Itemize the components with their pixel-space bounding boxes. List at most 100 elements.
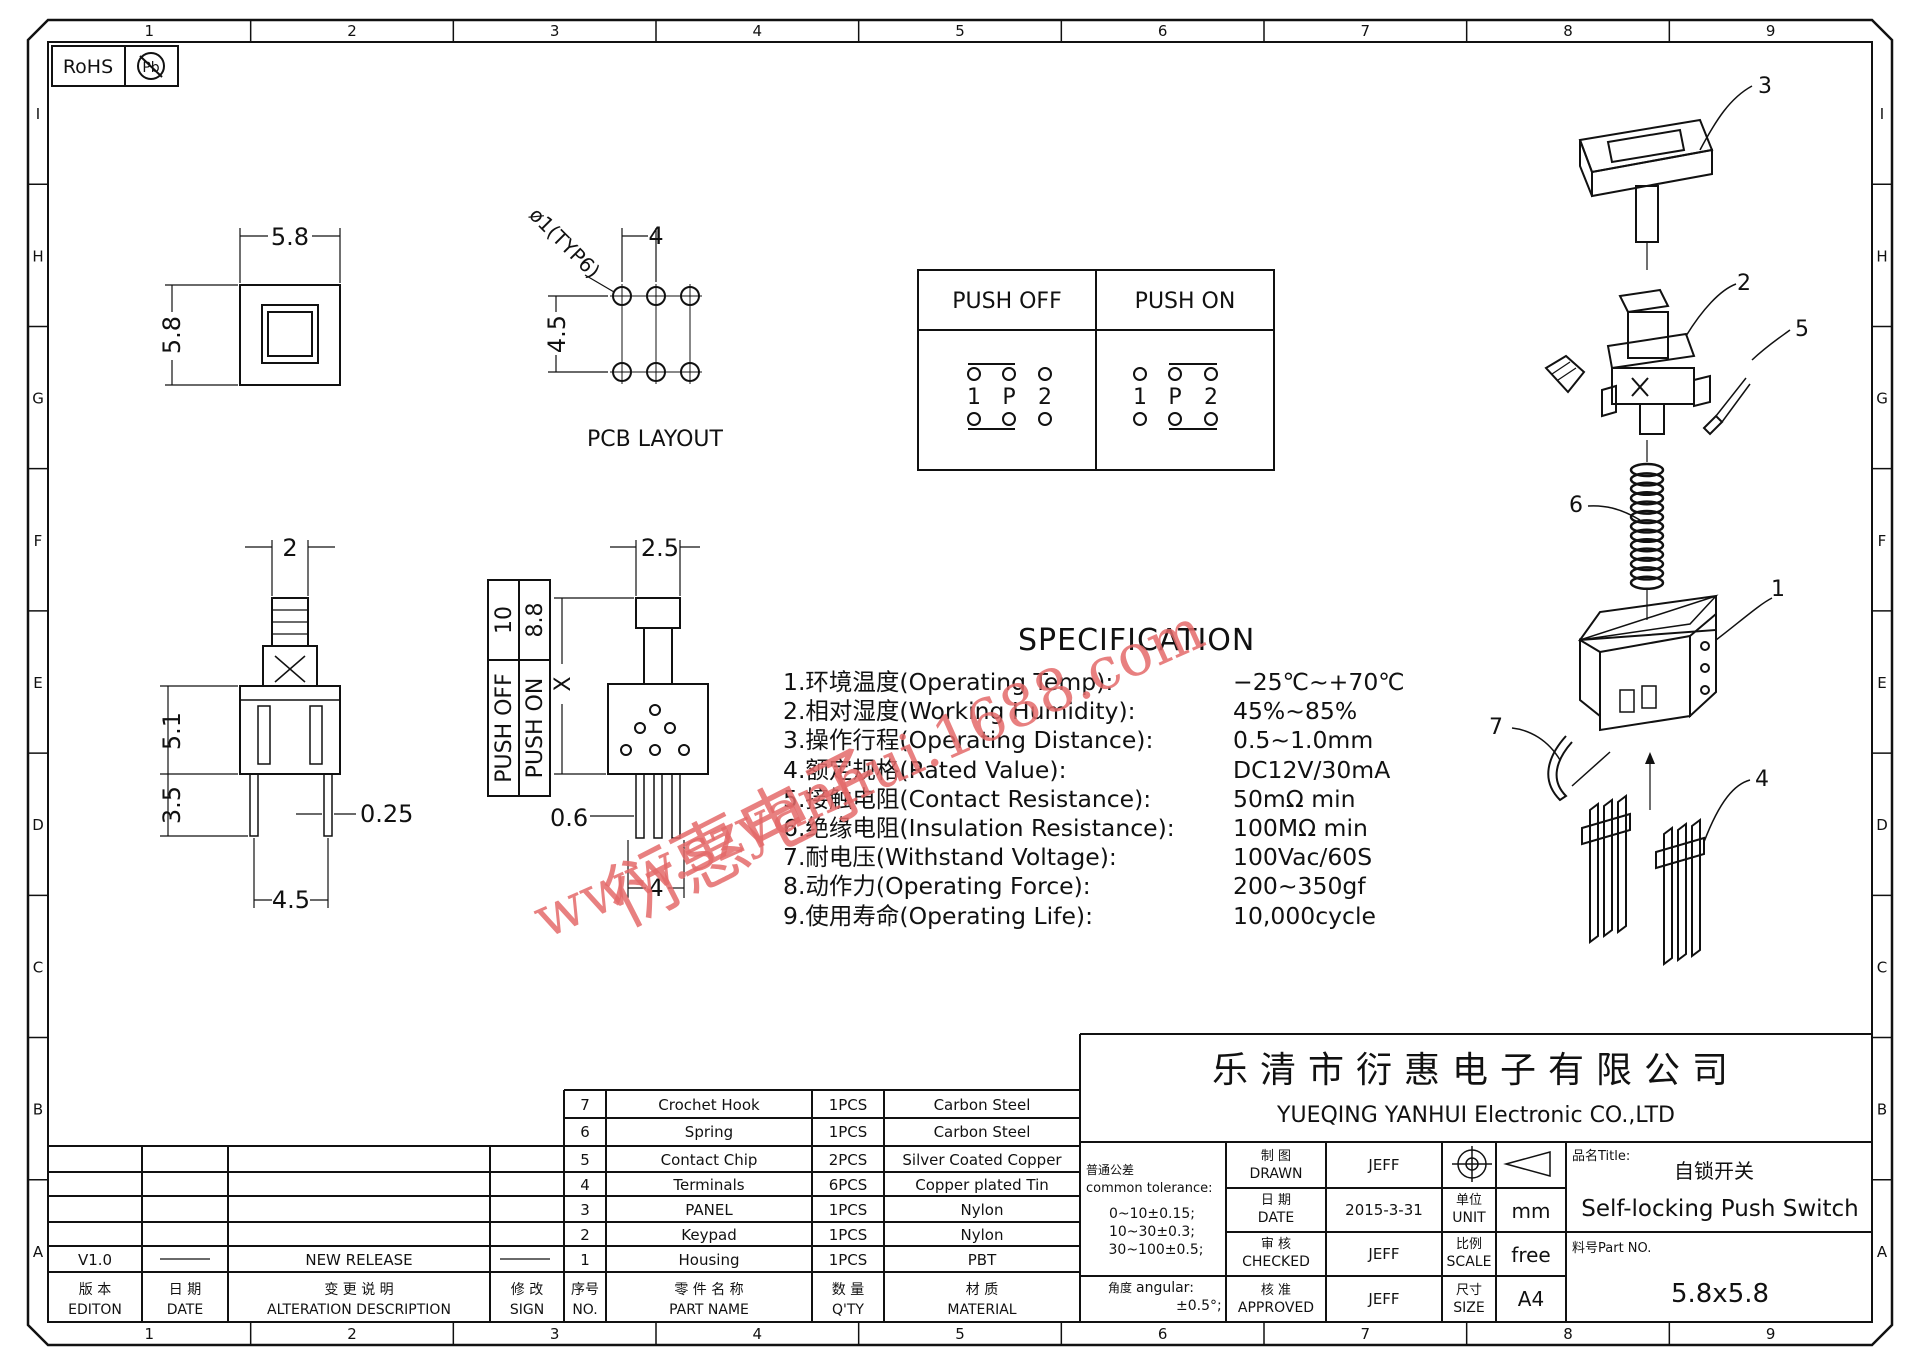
bom-name-7: Crochet Hook: [658, 1096, 760, 1114]
scale-value: free: [1511, 1243, 1550, 1267]
tolerance-1: 0~10±0.15;: [1109, 1206, 1195, 1222]
dim-pcb-row: 4.5: [543, 315, 571, 353]
part-number: 5.8x5.8: [1671, 1279, 1769, 1309]
size-value: A4: [1518, 1287, 1544, 1311]
bom-no-4: 4: [580, 1176, 590, 1194]
zone-row-A-right: A: [1877, 1243, 1888, 1261]
bom-mat-5: Silver Coated Copper: [902, 1151, 1062, 1169]
zone-col-2-top: 2: [347, 22, 357, 40]
dim-top-width: 5.8: [271, 223, 309, 251]
off-pin-2: 2: [1038, 385, 1052, 410]
off-pin-1: 1: [967, 385, 981, 410]
spec-value: DC12V/30mA: [1233, 755, 1391, 784]
x-table-off-label: PUSH OFF: [492, 673, 517, 783]
rohs-badge: RoHS Pb: [51, 45, 179, 87]
top-view: 5.8 5.8: [158, 223, 341, 386]
bom-h-no-cn: 序号: [571, 1282, 599, 1298]
spec-row: 7.耐电压(Withstand Voltage):100Vac/60S: [783, 843, 1433, 872]
bom-mat-4: Copper plated Tin: [915, 1176, 1049, 1194]
zone-row-E-left: E: [33, 674, 42, 692]
spec-value: 100MΩ min: [1233, 813, 1368, 842]
spring-coils: [1629, 462, 1665, 591]
side-view: 2 5.1 3.5 0.25 4.5: [158, 534, 413, 914]
spec-key: 2.相对湿度(Working Humidity):: [783, 697, 1136, 726]
dim-side-span: 4.5: [272, 886, 310, 914]
scale-label-en: SCALE: [1447, 1254, 1492, 1270]
push-on-header: PUSH ON: [1135, 289, 1236, 314]
on-pin-1: 1: [1133, 385, 1147, 410]
spec-key: 5.接触电阻(Contact Resistance):: [783, 784, 1152, 813]
zone-row-I-left: I: [36, 105, 40, 123]
spec-key: 1.环境温度(Operating Temp):: [783, 668, 1114, 696]
bom-name-2: Keypad: [681, 1226, 736, 1244]
zone-col-5-top: 5: [955, 22, 965, 40]
part-label: 料号Part NO.: [1572, 1241, 1651, 1256]
zone-row-C-left: C: [33, 958, 43, 976]
callout-6: 6: [1569, 493, 1583, 518]
callout-2: 2: [1737, 271, 1751, 296]
zone-col-8-bottom: 8: [1563, 1325, 1573, 1343]
bom-h-name-cn: 零 件 名 称: [674, 1282, 743, 1298]
x-table-on-label: PUSH ON: [523, 678, 548, 779]
bom-h-qty-en: Q'TY: [832, 1302, 864, 1318]
spec-row: 1.环境温度(Operating Temp):−25℃~+70℃: [783, 668, 1433, 697]
zone-row-D-right: D: [1876, 816, 1888, 834]
zone-col-5-bottom: 5: [955, 1325, 965, 1343]
zone-col-6-top: 6: [1158, 22, 1168, 40]
rev-h-edition-cn: 版 本: [79, 1282, 111, 1298]
angular-value: ±0.5°;: [1176, 1298, 1222, 1314]
rohs-label: RoHS: [63, 56, 113, 78]
zone-col-7-top: 7: [1361, 22, 1371, 40]
zone-row-F-left: F: [34, 532, 43, 550]
title-label: 品名Title:: [1572, 1148, 1630, 1164]
checked-label-en: CHECKED: [1242, 1254, 1310, 1270]
x-table-off-value: 10: [492, 606, 517, 634]
company-name-cn: 乐清市衍惠电子有限公司: [1212, 1050, 1740, 1091]
zone-row-G-right: G: [1876, 390, 1888, 408]
zone-col-3-top: 3: [550, 22, 560, 40]
bom-qty-2: 1PCS: [829, 1226, 868, 1244]
bom-no-6: 6: [580, 1123, 590, 1141]
callout-leaders: [1511, 85, 1791, 843]
bom-h-qty-cn: 数 量: [832, 1282, 864, 1298]
bom-name-1: Housing: [679, 1251, 740, 1269]
bom-no-2: 2: [580, 1226, 590, 1244]
spec-key: 6.绝缘电阻(Insulation Resistance):: [783, 813, 1175, 842]
bom-name-5: Contact Chip: [661, 1151, 758, 1169]
checked-value: JEFF: [1367, 1245, 1399, 1263]
bom-h-name-en: PART NAME: [669, 1302, 749, 1318]
dim-pcb-hole: ø1(TYP6): [524, 203, 604, 283]
spec-value: 0.5~1.0mm: [1233, 726, 1374, 755]
callout-4: 4: [1755, 767, 1769, 792]
date-value: 2015-3-31: [1345, 1201, 1423, 1219]
spec-row: 2.相对湿度(Working Humidity):45%~85%: [783, 697, 1433, 726]
rev-h-date-cn: 日 期: [169, 1282, 201, 1298]
rev-h-desc-en: ALTERATION DESCRIPTION: [267, 1302, 451, 1318]
bom-qty-1: 1PCS: [829, 1251, 868, 1269]
dim-front-span: 4: [648, 874, 663, 902]
spec-value: 50mΩ min: [1233, 784, 1356, 813]
zone-col-1-bottom: 1: [145, 1325, 155, 1343]
unit-label-en: UNIT: [1452, 1210, 1486, 1226]
rev-h-sign-en: SIGN: [510, 1302, 544, 1318]
revision-description: NEW RELEASE: [305, 1251, 412, 1269]
spec-value: 200~350gf: [1233, 872, 1366, 901]
rev-h-edition-en: EDITON: [68, 1302, 122, 1318]
zone-row-F-right: F: [1878, 532, 1887, 550]
zone-col-1-top: 1: [145, 22, 155, 40]
drawn-label-en: DRAWN: [1249, 1166, 1302, 1182]
bom-qty-6: 1PCS: [829, 1123, 868, 1141]
terminals: [1581, 794, 1705, 966]
bom-no-7: 7: [580, 1096, 590, 1114]
tolerance-2: 10~30±0.3;: [1109, 1224, 1195, 1240]
zone-row-C-right: C: [1877, 958, 1887, 976]
bom-name-3: PANEL: [685, 1201, 733, 1219]
size-label-en: SIZE: [1453, 1300, 1484, 1316]
dim-pcb-pitch: 4: [648, 222, 663, 250]
x-table-on-value: 8.8: [523, 603, 548, 638]
zone-row-B-right: B: [1877, 1101, 1887, 1119]
push-state-table: PUSH OFF PUSH ON 1 P 2 1 P 2: [917, 269, 1275, 471]
bom-mat-1: PBT: [968, 1251, 997, 1269]
